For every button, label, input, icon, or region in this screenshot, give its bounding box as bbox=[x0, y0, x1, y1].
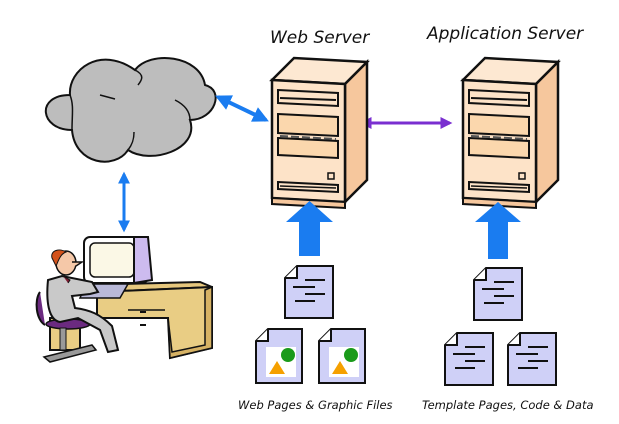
arrow-webfiles-webserver bbox=[286, 201, 333, 256]
code-document-icon bbox=[444, 332, 494, 386]
data-document-icon bbox=[507, 332, 557, 386]
application-server-label: Application Server bbox=[427, 24, 584, 44]
graphic-file-document-icon bbox=[318, 328, 366, 384]
arrow-internet-webserver bbox=[215, 95, 269, 122]
arrow-appfiles-appserver bbox=[475, 202, 521, 259]
app-files-caption: Template Pages, Code & Data bbox=[422, 398, 594, 412]
internet-cloud-icon bbox=[44, 57, 217, 163]
web-page-document-icon bbox=[284, 265, 334, 319]
web-files-caption: Web Pages & Graphic Files bbox=[238, 398, 393, 412]
template-page-document-icon bbox=[473, 267, 523, 321]
web-server-label: Web Server bbox=[270, 28, 370, 48]
graphic-file-document-icon bbox=[255, 328, 303, 384]
web-server-icon bbox=[270, 56, 369, 210]
application-server-icon bbox=[461, 56, 560, 210]
user-at-computer-icon bbox=[35, 236, 213, 363]
